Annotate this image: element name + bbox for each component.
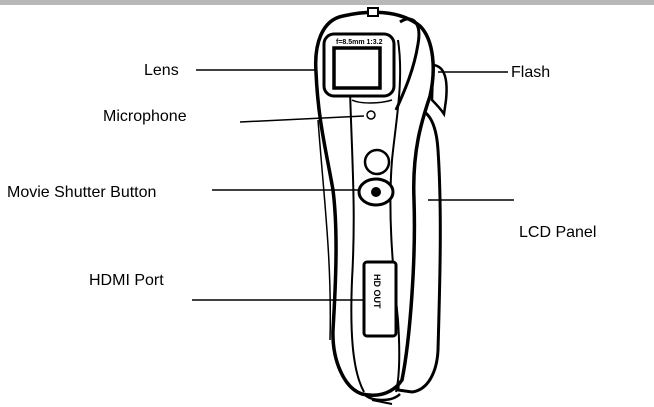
flash-strap bbox=[394, 17, 421, 111]
hdmi-port-cover bbox=[362, 260, 398, 338]
flash-bump bbox=[430, 63, 448, 118]
label-lcd-panel: LCD Panel bbox=[519, 224, 597, 241]
body-ridge bbox=[349, 89, 365, 393]
label-movie-shutter-button: Movie Shutter Button bbox=[7, 184, 157, 201]
hdmi-port-marking: HD OUT bbox=[372, 274, 382, 309]
microphone-hole bbox=[366, 110, 376, 120]
lens-window bbox=[332, 46, 382, 90]
mic-contour bbox=[351, 99, 393, 104]
round-button bbox=[363, 148, 391, 176]
lens-spec-marking: f=8.5mm 1:3.2 bbox=[336, 39, 383, 46]
bottom-base bbox=[363, 393, 401, 402]
top-tab bbox=[367, 7, 379, 17]
label-flash: Flash bbox=[511, 64, 551, 81]
label-lens: Lens bbox=[144, 62, 179, 79]
bottom-foot bbox=[371, 399, 393, 405]
leader-line-microphone bbox=[239, 115, 365, 123]
movie-shutter-icon bbox=[371, 187, 381, 197]
label-hdmi-port: HDMI Port bbox=[89, 272, 164, 289]
side-grip bbox=[317, 119, 332, 341]
label-microphone: Microphone bbox=[103, 108, 187, 125]
body-ridge-2 bbox=[389, 39, 402, 393]
top-border-bar bbox=[0, 0, 654, 5]
